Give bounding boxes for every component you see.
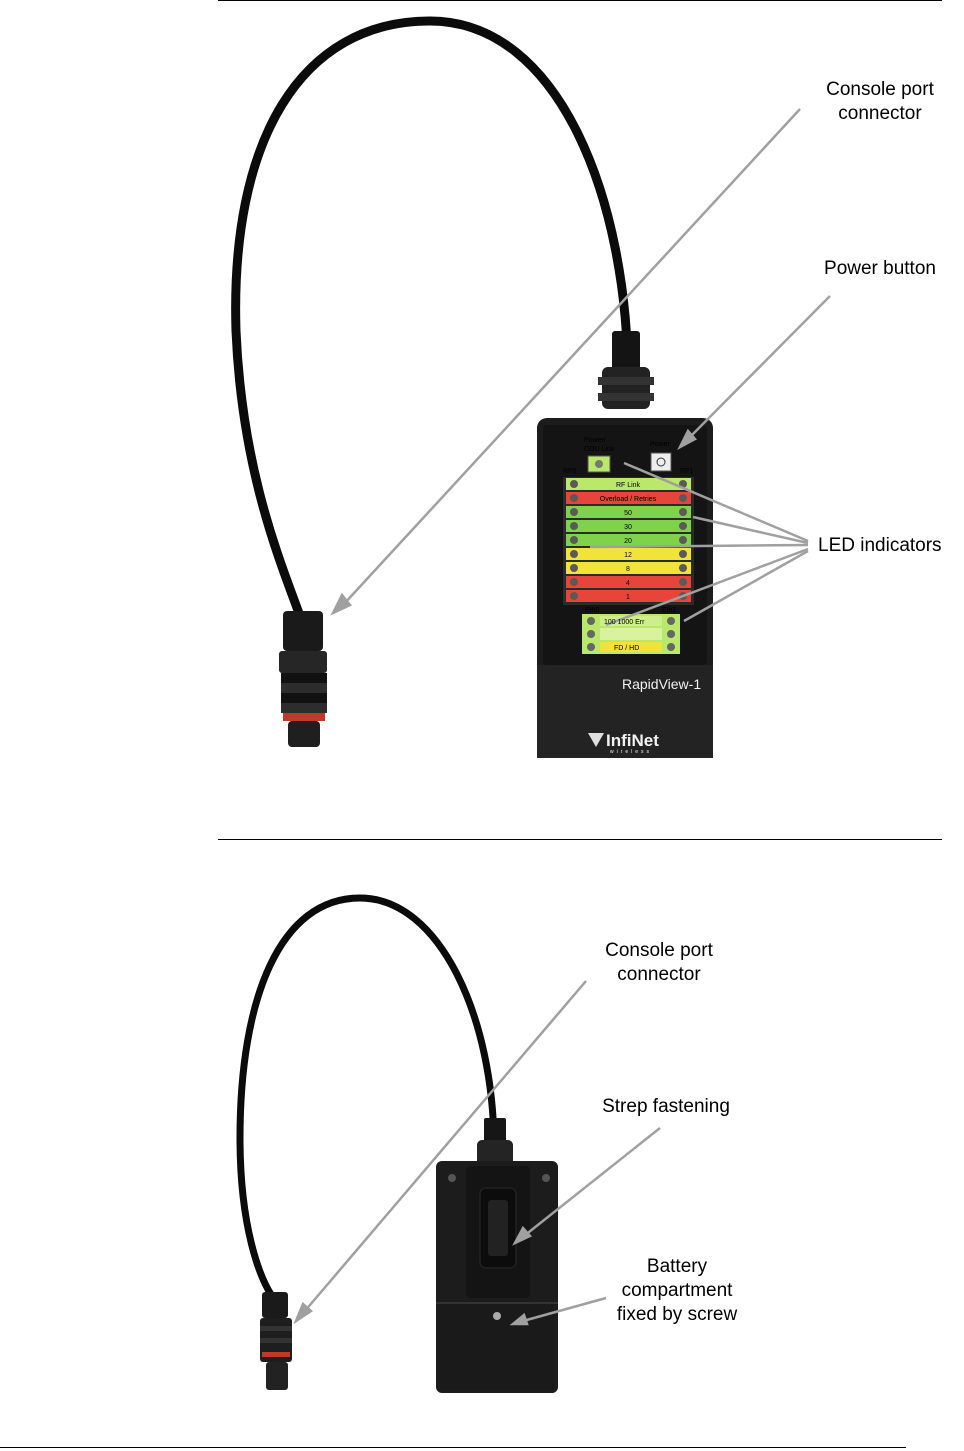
svg-text:ODU Link: ODU Link xyxy=(584,446,615,453)
svg-text:Power: Power xyxy=(650,441,671,448)
led-row-label: RF Link xyxy=(616,482,641,489)
led-light xyxy=(679,564,687,572)
led-light xyxy=(679,578,687,586)
led-row-label: 1 xyxy=(626,594,630,601)
svg-text:RF0: RF0 xyxy=(563,468,576,475)
led-light xyxy=(570,522,578,530)
led-light xyxy=(679,522,687,530)
middle-rule xyxy=(218,839,942,840)
device-back-illustration xyxy=(0,848,964,1428)
led-row-label: 12 xyxy=(624,552,632,559)
led-light xyxy=(570,536,578,544)
led-row-label: 8 xyxy=(626,566,630,573)
callout-led-indicators: LED indicators xyxy=(818,534,964,558)
console-connector xyxy=(279,611,327,747)
led-light xyxy=(570,480,578,488)
led-row-label: 20 xyxy=(624,538,632,545)
led-light xyxy=(570,550,578,558)
svg-text:Power/: Power/ xyxy=(584,437,606,444)
callout-console-port-back: Console port connector xyxy=(580,939,738,987)
led-row-label: 30 xyxy=(624,524,632,531)
led-light xyxy=(679,494,687,502)
callout-console-port: Console port connector xyxy=(800,78,960,126)
svg-text:Eth0: Eth0 xyxy=(585,607,600,614)
led-light xyxy=(570,508,578,516)
eth-duplex-label: FD / HD xyxy=(614,645,639,652)
svg-text:wireless: wireless xyxy=(610,749,652,755)
callout-strap-fastening: Strep fastening xyxy=(584,1095,748,1119)
led-light xyxy=(570,578,578,586)
led-row-label: 50 xyxy=(624,510,632,517)
svg-text:RF1: RF1 xyxy=(680,468,693,475)
brand-label: InfiNet xyxy=(606,731,659,750)
power-button xyxy=(651,453,671,471)
svg-text:Eth1: Eth1 xyxy=(662,607,677,614)
led-light xyxy=(570,564,578,572)
eth-speed-label: 100 1000 Err xyxy=(604,619,645,626)
console-connector-back xyxy=(260,1292,292,1390)
callout-battery-compartment: Battery compartment fixed by screw xyxy=(596,1255,758,1327)
led-light xyxy=(570,592,578,600)
led-light xyxy=(570,494,578,502)
model-label: RapidView-1 xyxy=(622,676,701,692)
led-light xyxy=(679,536,687,544)
led-light xyxy=(679,508,687,516)
led-row-label: Overload / Retries xyxy=(600,496,657,503)
bottom-rule xyxy=(0,1447,906,1448)
led-row-label: 4 xyxy=(626,580,630,587)
callout-power-button: Power button xyxy=(800,257,960,281)
figure-back-view: Console port connector Strep fastening B… xyxy=(0,848,964,1428)
led-light xyxy=(679,550,687,558)
